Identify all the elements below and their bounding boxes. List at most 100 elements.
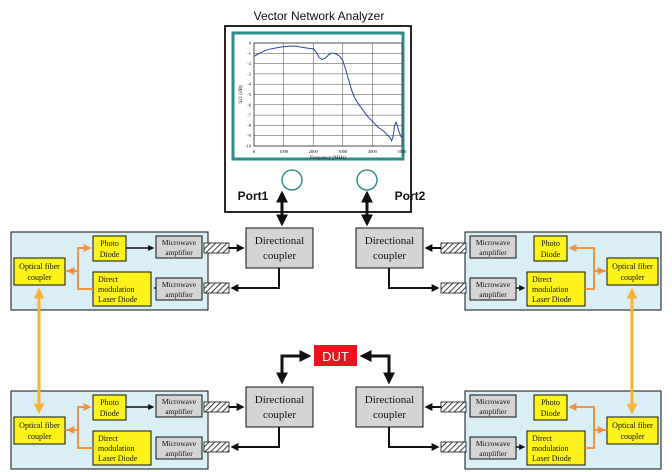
svg-text:Optical fiber: Optical fiber (612, 421, 653, 430)
svg-text:amplifier: amplifier (165, 407, 193, 416)
svg-text:Photo: Photo (541, 398, 560, 407)
svg-text:amplifier: amplifier (479, 407, 507, 416)
photo-diode (92, 235, 127, 262)
svg-text:amplifier: amplifier (165, 248, 193, 257)
y-tick-label: -9 (247, 133, 251, 138)
svg-text:Microwave: Microwave (162, 439, 197, 448)
svg-text:coupler: coupler (28, 273, 52, 282)
svg-text:Diode: Diode (100, 409, 120, 418)
microwave-amplifier-tx (155, 436, 203, 460)
directional-coupler-bottom-right: Directional coupler (355, 386, 424, 428)
svg-text:Microwave: Microwave (476, 397, 511, 406)
photo-diode (533, 394, 568, 421)
svg-text:Microwave: Microwave (476, 238, 511, 247)
dut-left-arrow (276, 350, 312, 385)
y-tick-label: -7 (247, 113, 251, 118)
svg-text:Microwave: Microwave (476, 439, 511, 448)
svg-text:Microwave: Microwave (162, 397, 197, 406)
svg-text:coupler: coupler (28, 432, 52, 441)
svg-text:Laser Diode: Laser Diode (532, 295, 572, 304)
optical-fiber-coupler (13, 416, 66, 445)
vna-title: Vector Network Analyzer (254, 9, 385, 23)
microwave-amplifier-rx (469, 235, 517, 259)
y-tick-label: -2 (247, 61, 251, 66)
microwave-amplifier-rx (469, 394, 517, 418)
optical-fiber-coupler (13, 257, 66, 286)
x-tick-label: 5000 (398, 149, 408, 154)
y-tick-label: -1 (247, 51, 251, 56)
signal-lines (229, 244, 441, 451)
svg-text:amplifier: amplifier (165, 449, 193, 458)
rf-cable-connector (203, 242, 230, 254)
rf-cable-connector (440, 282, 467, 294)
svg-text:Directional: Directional (255, 235, 304, 247)
rf-cable-connector (203, 401, 230, 413)
svg-text:Optical fiber: Optical fiber (19, 421, 60, 430)
port1-connector[interactable] (281, 169, 303, 191)
svg-text:Direct: Direct (532, 434, 553, 443)
directional-coupler-top-left: Directional coupler (245, 227, 314, 269)
svg-text:amplifier: amplifier (165, 290, 193, 299)
svg-text:coupler: coupler (263, 409, 296, 421)
svg-text:coupler: coupler (621, 273, 645, 282)
optical-module-top-left: Photo Diode Direct modulation Laser Diod… (10, 231, 230, 311)
svg-text:Microwave: Microwave (476, 280, 511, 289)
photo-diode (533, 235, 568, 262)
directional-coupler-bottom-left: Directional coupler (245, 386, 314, 428)
y-tick-label: -5 (247, 92, 251, 97)
y-tick-label: -4 (247, 82, 251, 87)
svg-text:Directional: Directional (255, 394, 304, 406)
y-tick-label: 0 (249, 41, 252, 46)
laser-diode (92, 430, 152, 466)
svg-text:Microwave: Microwave (162, 280, 197, 289)
port2-label: Port2 (395, 189, 426, 203)
laser-diode (526, 430, 586, 466)
rf-cable-connector (440, 401, 467, 413)
y-tick-label: -6 (247, 102, 251, 107)
svg-text:modulation: modulation (532, 285, 568, 294)
svg-text:Photo: Photo (541, 239, 560, 248)
port2-connector[interactable] (356, 169, 378, 191)
svg-text:Directional: Directional (365, 235, 414, 247)
rf-cable-connector (440, 242, 467, 254)
svg-text:Diode: Diode (541, 409, 561, 418)
svg-text:modulation: modulation (98, 444, 134, 453)
x-tick-label: 2000 (309, 149, 319, 154)
y-tick-label: -8 (247, 123, 251, 128)
rf-cable-connector (203, 282, 230, 294)
rf-cable-connector (203, 441, 230, 453)
svg-text:modulation: modulation (98, 285, 134, 294)
optical-fiber-coupler (606, 416, 659, 445)
dut-box (314, 345, 357, 366)
x-tick-label: 3000 (338, 149, 348, 154)
svg-text:Directional: Directional (365, 394, 414, 406)
microwave-amplifier-rx (155, 394, 203, 418)
svg-text:coupler: coupler (621, 432, 645, 441)
y-axis-label: S21 (dB) (239, 85, 244, 104)
svg-text:Laser Diode: Laser Diode (98, 295, 138, 304)
rf-cable-connector (440, 441, 467, 453)
svg-text:Optical fiber: Optical fiber (19, 262, 60, 271)
laser-diode (526, 271, 586, 307)
optical-module-bottom-right: Photo Diode Direct modulation Laser Diod… (440, 390, 662, 470)
microwave-amplifier-rx (155, 235, 203, 259)
s21-trace (253, 45, 403, 143)
svg-text:Laser Diode: Laser Diode (98, 454, 138, 463)
photo-diode (92, 394, 127, 421)
port1-label: Port1 (238, 189, 269, 203)
optical-module-bottom-left: Photo Diode Direct modulation Laser Diod… (10, 390, 230, 470)
optical-fiber-coupler (606, 257, 659, 286)
svg-text:coupler: coupler (263, 250, 296, 262)
svg-text:Diode: Diode (100, 250, 120, 259)
microwave-amplifier-tx (469, 436, 517, 460)
svg-text:Direct: Direct (98, 275, 119, 284)
svg-text:Laser Diode: Laser Diode (532, 454, 572, 463)
optical-module-top-right: Photo Diode Direct modulation Laser Diod… (440, 231, 662, 311)
svg-text:amplifier: amplifier (479, 248, 507, 257)
svg-text:Direct: Direct (98, 434, 119, 443)
svg-text:Direct: Direct (532, 275, 553, 284)
y-tick-label: -10 (245, 144, 252, 149)
microwave-amplifier-tx (469, 277, 517, 301)
